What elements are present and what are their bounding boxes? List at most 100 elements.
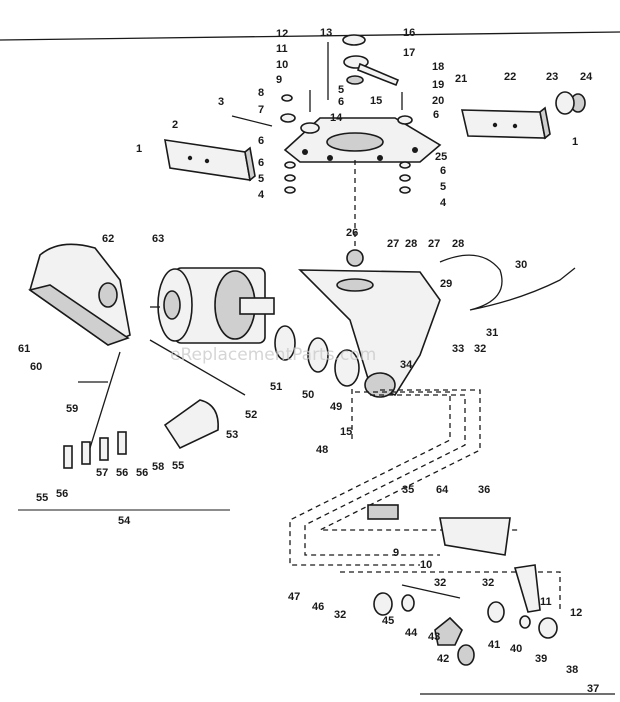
part-label-12: 12 [276,28,288,40]
part-label-22: 22 [504,71,516,83]
part-label-4: 4 [258,189,265,201]
dust-elbow [163,399,219,450]
lock-knob-assembly [342,34,400,87]
guide-path-4 [340,571,561,612]
center-base-plate [283,117,442,163]
yoke-bracket [298,269,441,398]
part-label-12-2: 12 [570,607,582,619]
part-label-17: 17 [403,47,415,59]
part-label-5-2: 5 [440,181,446,193]
power-cord [439,254,576,311]
part-label-6: 6 [258,157,264,169]
part-label-4-2: 4 [440,197,447,209]
switch [367,504,399,520]
part-label-32-3: 32 [482,577,494,589]
part-label-35: 35 [402,484,414,496]
part-label-5: 5 [258,173,264,185]
part-label-7: 7 [258,104,264,116]
part-label-20: 20 [432,95,444,107]
part-label-1-2: 1 [572,136,578,148]
switch-plate [439,517,511,556]
shaft [401,584,461,599]
lower-knobs [373,564,558,666]
part-label-16: 16 [403,27,415,39]
guide-path-2 [304,394,466,556]
guide-path-3 [319,389,520,531]
part-label-24: 24 [580,71,593,83]
part-label-37: 37 [587,683,599,695]
part-label-55-2: 55 [172,460,184,472]
part-label-21: 21 [455,73,467,85]
part-label-27: 27 [387,238,399,250]
part-label-23: 23 [546,71,558,83]
part-label-32-4: 32 [334,609,346,621]
part-label-32: 32 [474,343,486,355]
part-label-42: 42 [437,653,449,665]
part-label-3: 3 [218,96,224,108]
part-label-18: 18 [432,61,444,73]
part-label-57: 57 [96,467,108,479]
part-label-6-4: 6 [338,96,344,108]
part-label-13: 13 [320,27,332,39]
part-label-36: 36 [478,484,490,496]
part-label-38: 38 [566,664,578,676]
part-label-6-2: 6 [440,165,446,177]
part-label-52: 52 [245,409,257,421]
part-label-1: 1 [136,143,142,155]
part-label-56-2: 56 [116,467,128,479]
part-label-33: 33 [452,343,464,355]
part-label-59: 59 [66,403,78,415]
part-label-9: 9 [276,74,282,86]
part-labels: 1123445556666678991010111112121314151516… [18,27,599,695]
part-label-47: 47 [288,591,300,603]
support-rod [89,351,121,449]
part-label-55: 55 [36,492,48,504]
part-label-60: 60 [30,361,42,373]
part-label-45: 45 [382,615,394,627]
part-label-2: 2 [172,119,178,131]
screws-top [231,42,586,134]
part-label-44: 44 [405,627,418,639]
part-label-9-2: 9 [393,547,399,559]
part-label-58: 58 [152,461,164,473]
part-label-51: 51 [270,381,282,393]
part-label-54: 54 [118,515,131,527]
part-label-19: 19 [432,79,444,91]
part-label-15: 15 [370,95,382,107]
part-label-43: 43 [428,631,440,643]
part-label-63: 63 [152,233,164,245]
part-label-62: 62 [102,233,114,245]
part-label-34: 34 [400,359,413,371]
part-label-30: 30 [515,259,527,271]
part-label-11-2: 11 [540,596,552,608]
part-label-8: 8 [258,87,264,99]
part-label-6-3: 6 [258,135,264,147]
shaft-spacers [274,325,360,387]
part-label-41: 41 [488,639,500,651]
part-label-5-3: 5 [338,84,344,96]
gear [346,249,364,267]
left-clamp-bar [164,139,256,182]
part-label-39: 39 [535,653,547,665]
part-label-28-2: 28 [452,238,464,250]
part-label-27-2: 27 [428,238,440,250]
part-label-64: 64 [436,484,449,496]
part-label-29: 29 [440,278,452,290]
right-clamp-bar [460,106,551,140]
part-label-6-5: 6 [433,109,439,121]
part-label-40: 40 [510,643,522,655]
watermark: eReplacementParts.com [170,345,376,365]
part-label-53: 53 [226,429,238,441]
bolt-long [149,339,246,396]
motor-housing [150,267,275,344]
part-label-49: 49 [330,401,342,413]
blade-guard [28,243,131,346]
part-label-28: 28 [405,238,417,250]
part-label-46: 46 [312,601,324,613]
part-label-10-2: 10 [420,559,432,571]
part-label-50: 50 [302,389,314,401]
part-label-11: 11 [276,43,288,55]
part-label-56-3: 56 [136,467,148,479]
top-border-line [0,31,620,41]
